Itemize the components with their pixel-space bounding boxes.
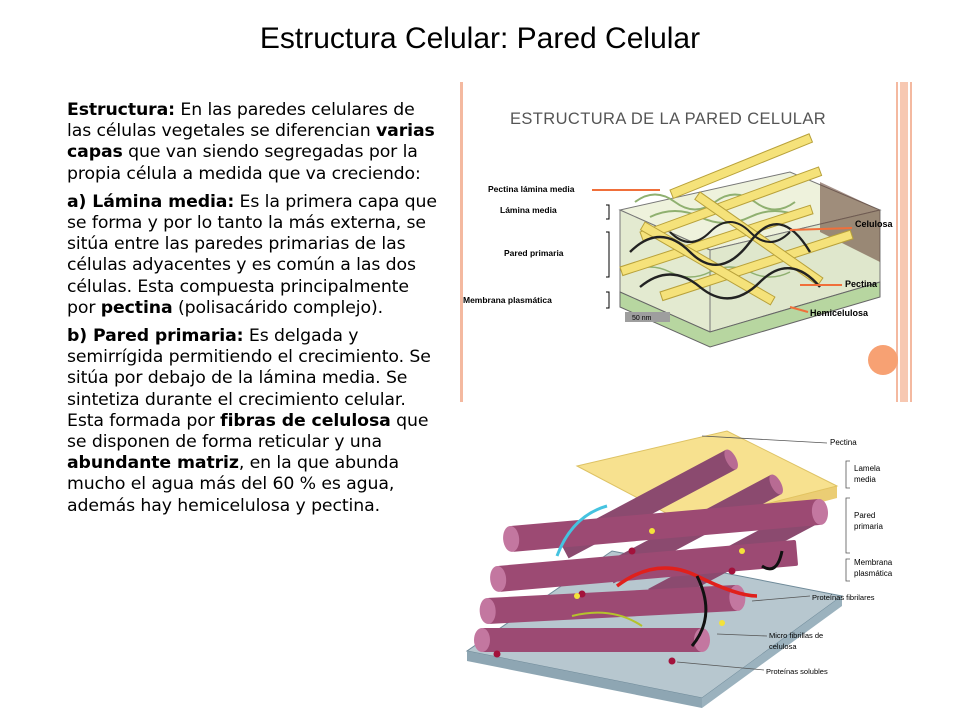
- label-pectina-bottom: Pectina: [830, 438, 857, 447]
- label-pared-line1: Pared: [854, 511, 875, 520]
- figure-cell-wall-structure: ESTRUCTURA DE LA PARED CELULAR 50 nm Pec…: [460, 82, 912, 402]
- paragraph-pared-primaria: b) Pared primaria: Es delgada y semirríg…: [67, 326, 431, 516]
- cell-wall-block: 50 nm: [618, 133, 882, 348]
- slide-title: Estructura Celular: Pared Celular: [259, 22, 701, 55]
- label-lamela-line2: media: [854, 475, 876, 484]
- paragraph-lamina-media: a) Lámina media: Es la primera capa que …: [67, 191, 437, 318]
- label-lamina-media: Lámina media: [500, 205, 557, 215]
- figure-heading: ESTRUCTURA DE LA PARED CELULAR: [510, 110, 826, 128]
- cellulose-rods-horizontal: [474, 498, 829, 652]
- soluble-proteins: [493, 528, 745, 665]
- label-hemicelulosa: Hemicelulosa: [810, 308, 869, 318]
- label-pectina: Pectina: [845, 279, 878, 289]
- strand-black: [690, 575, 708, 647]
- label-membrana-plasmatica: Membrana plasmática: [463, 295, 552, 305]
- scale-label: 50 nm: [632, 315, 652, 322]
- accent-bar-right: [900, 82, 908, 402]
- figure-cell-wall-3d: Pectina Lamela media Pared primaria Memb…: [465, 430, 893, 708]
- label-membrana-line1: Membrana: [854, 558, 893, 567]
- accent-line-left: [460, 82, 463, 402]
- paragraph-estructura: Estructura: En las paredes celulares de …: [67, 100, 435, 184]
- accent-line-right-2: [910, 82, 912, 402]
- label-microfibrillas-line1: Micro fibrillas de: [769, 631, 823, 640]
- label-membrana-line2: plasmática: [854, 569, 893, 578]
- strand-blue: [555, 504, 608, 557]
- label-celulosa: Celulosa: [855, 219, 894, 229]
- label-proteinas-solubles: Proteínas solubles: [766, 667, 828, 676]
- accent-line-right-1: [896, 82, 898, 402]
- label-microfibrillas-line2: celulosa: [769, 642, 797, 651]
- label-pared-primaria: Pared primaria: [504, 248, 564, 258]
- label-pectina-lamina-media: Pectina lámina media: [488, 184, 575, 194]
- label-pared-line2: primaria: [854, 522, 883, 531]
- strand-red: [615, 566, 758, 598]
- arrow-hemicelulosa: [789, 306, 809, 313]
- arrow-celulosa: [789, 227, 853, 231]
- label-proteinas-fibrilares: Proteínas fibrilares: [812, 593, 875, 602]
- body-text: Estructura: En las paredes celulares de …: [67, 100, 442, 524]
- label-lamela-line1: Lamela: [854, 464, 881, 473]
- accent-circle: [868, 345, 898, 375]
